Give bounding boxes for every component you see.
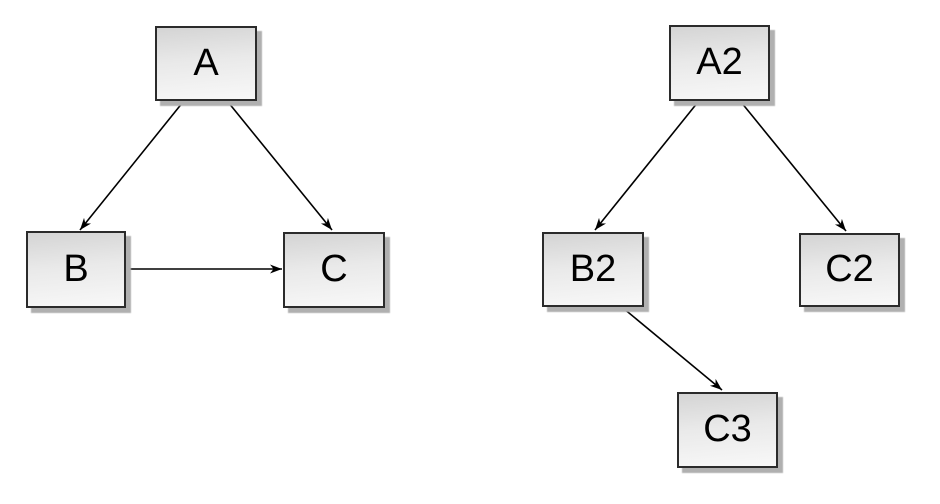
node-label-C2: C2 bbox=[825, 248, 874, 290]
node-label-B: B bbox=[63, 247, 89, 290]
node-A2[interactable]: A2 bbox=[669, 25, 770, 101]
edge-B2-C3 bbox=[622, 307, 723, 391]
edge-A2-B2 bbox=[594, 101, 699, 231]
node-label-B2: B2 bbox=[569, 247, 617, 290]
node-B2[interactable]: B2 bbox=[542, 232, 644, 307]
node-C3[interactable]: C3 bbox=[677, 392, 778, 468]
node-label-A2: A2 bbox=[696, 41, 743, 83]
node-A[interactable]: A bbox=[155, 26, 257, 101]
edge-A2-C2 bbox=[740, 101, 847, 232]
edge-A-B bbox=[79, 101, 184, 231]
node-label-C: C bbox=[320, 248, 348, 290]
node-B[interactable]: B bbox=[26, 231, 126, 308]
node-C2[interactable]: C2 bbox=[799, 233, 900, 307]
node-label-C3: C3 bbox=[703, 408, 752, 450]
edges-group bbox=[79, 101, 847, 391]
edge-A-C bbox=[227, 101, 333, 231]
node-label-A: A bbox=[193, 41, 219, 84]
node-C[interactable]: C bbox=[283, 232, 385, 308]
